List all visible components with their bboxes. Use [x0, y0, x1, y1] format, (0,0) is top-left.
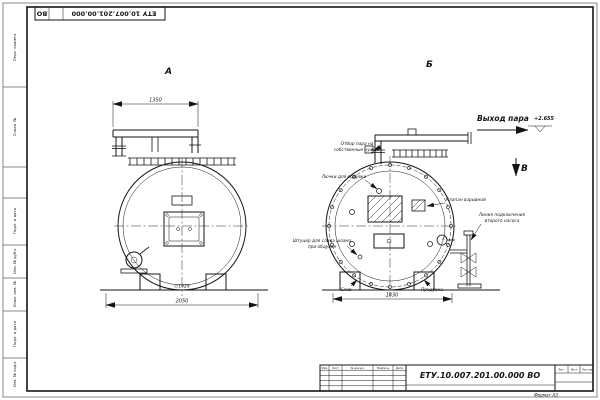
second-pump-line1: Линия подключения: [478, 212, 526, 218]
view-v-label: В: [521, 164, 528, 174]
sight-fitting: [171, 195, 193, 206]
steam-outlet-label: Выход пара: [477, 114, 529, 123]
pressure-gauge: [436, 234, 448, 246]
centerlines-b: [322, 156, 458, 296]
dim-diameter-text: ∅1928: [174, 284, 190, 290]
explosion-valve: [411, 199, 426, 212]
drain-label: Слив: [340, 287, 352, 293]
view-a-label: А: [164, 67, 172, 77]
platform-rail-b: [392, 149, 448, 158]
dim-1830-text: 1830: [386, 293, 399, 299]
margin-label-podp-data-2: Подп. и дата: [12, 321, 17, 347]
own-needs-line1: Отбор пара на: [341, 141, 374, 147]
saddle-supports-b: [322, 271, 500, 291]
lower-hatch: [373, 233, 405, 249]
pipe-valve: [407, 128, 417, 136]
tb-col-sign: Подпись: [377, 366, 390, 370]
dimension-1350: 1350: [112, 98, 199, 127]
view-a-front: А 1350: [100, 67, 268, 308]
centerlines-a: [114, 158, 250, 296]
elevation-text: +2.655: [534, 116, 555, 122]
elevation-mark: [528, 125, 552, 133]
sludge-line2: при обдувке: [308, 244, 337, 250]
dim-2050-text: 2050: [176, 299, 189, 305]
margin-label-inv-dubl: Инв. № дубл.: [12, 248, 17, 274]
dimension-2050: 2050: [105, 293, 259, 308]
frame-margin-labels: Перв. примен. Справ. № Подп. и дата Инв.…: [12, 33, 17, 387]
title-block: Изм Лист № докум. Подпись Дата ЕТУ.10.00…: [319, 364, 594, 398]
second-pump-column: [436, 230, 482, 289]
tb-lit-label: Лит.: [558, 367, 565, 371]
view-direction-v: В: [512, 158, 528, 177]
margin-label-sprav-no: Справ. №: [12, 118, 17, 137]
steam-piping-a: [112, 129, 201, 157]
margin-label-podp-data-1: Подп. и дата: [12, 208, 17, 234]
steam-outlet-group: Выход пара +2.655: [477, 114, 555, 134]
margin-label-vzam-inv: Взам. инв. №: [12, 281, 17, 307]
platform-rail-a: [128, 157, 236, 166]
format-label: Формат А3: [534, 393, 558, 398]
tb-sheet-label: Лист: [570, 367, 577, 371]
own-needs-line2: собственные нужды: [334, 147, 381, 153]
tb-col-date: Дата: [396, 366, 404, 370]
explosion-valve-label: Клапан взрывной: [446, 197, 486, 203]
dimension-1830: 1830: [332, 293, 453, 303]
tb-col-list: Лист: [332, 366, 339, 370]
blowdown-label: Продувка: [421, 287, 443, 293]
stamp-code-text: ЕТУ 10.007.201.00.000: [71, 9, 156, 17]
margin-label-perv-primen: Перв. примен.: [12, 33, 17, 62]
callouts-group: Отбор пара на собственные нужды Лючки дл…: [293, 141, 526, 293]
view-b-rear: Б: [293, 60, 555, 303]
tb-col-doc: № докум.: [351, 366, 365, 370]
feed-pump: [120, 246, 150, 274]
stamp-suffix-text: ВО: [36, 9, 47, 17]
margin-label-inv-podl: Инв. № подл.: [12, 361, 17, 387]
saddle-supports-a: [100, 273, 268, 291]
flange-bolts: [327, 163, 453, 289]
tb-sheets-label: Листов: [582, 367, 593, 371]
top-document-stamp: ВО ЕТУ 10.007.201.00.000: [34, 6, 166, 21]
furnace-door: [163, 211, 205, 247]
steam-piping-b: [364, 128, 472, 164]
furnace-opening-hatched: [367, 195, 403, 223]
own-needs-tapping: [364, 145, 374, 154]
soot-ports: [349, 188, 433, 260]
dim-1350-text: 1350: [149, 98, 162, 104]
sludge-line1: Штуцер для слива шлама: [293, 238, 352, 244]
soot-hatches-label: Лючки для обдувки: [321, 174, 367, 180]
tb-doc-number: ЕТУ.10.007.201.00.000 ВО: [420, 371, 541, 380]
view-b-label: Б: [426, 60, 433, 70]
tb-col-izm: Изм: [322, 366, 328, 370]
second-pump-line2: второго насоса: [485, 219, 520, 224]
